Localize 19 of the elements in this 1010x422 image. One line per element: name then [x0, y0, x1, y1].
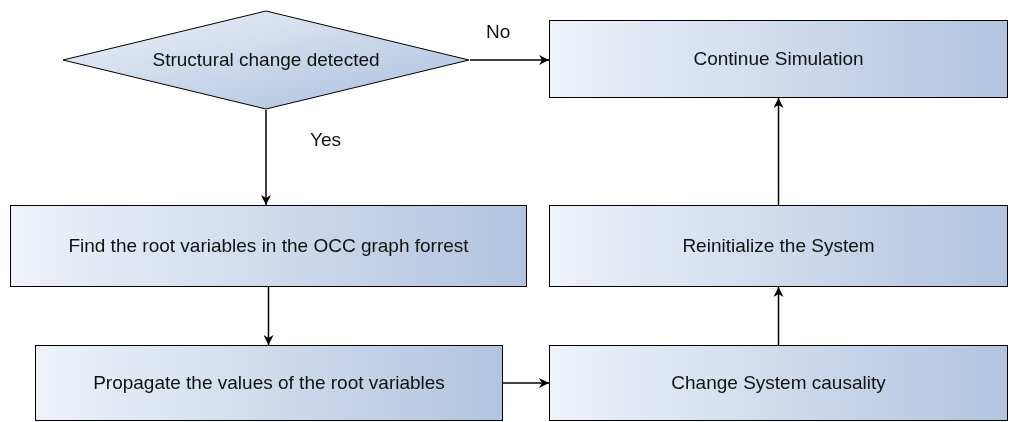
edge-label: Yes [310, 128, 341, 152]
arrow [773, 286, 784, 346]
process-box [10, 205, 527, 287]
decision-text: Structural change detected [152, 47, 380, 72]
process-box [549, 345, 1008, 421]
process-text: Find the root variables in the OCC graph forrest [68, 233, 469, 258]
process-text: Change System causality [671, 370, 886, 395]
arrow [469, 55, 550, 65]
process-text: Reinitialize the System [682, 233, 875, 258]
process-box [35, 345, 503, 421]
process-text: Propagate the values of the root variables [93, 370, 445, 395]
process-text: Continue Simulation [693, 46, 864, 71]
process-box [549, 205, 1008, 287]
edge-label: No [486, 20, 511, 44]
arrow [773, 97, 784, 206]
arrow [502, 378, 550, 388]
arrow [263, 286, 274, 346]
arrow [261, 109, 271, 206]
process-box [549, 20, 1008, 98]
